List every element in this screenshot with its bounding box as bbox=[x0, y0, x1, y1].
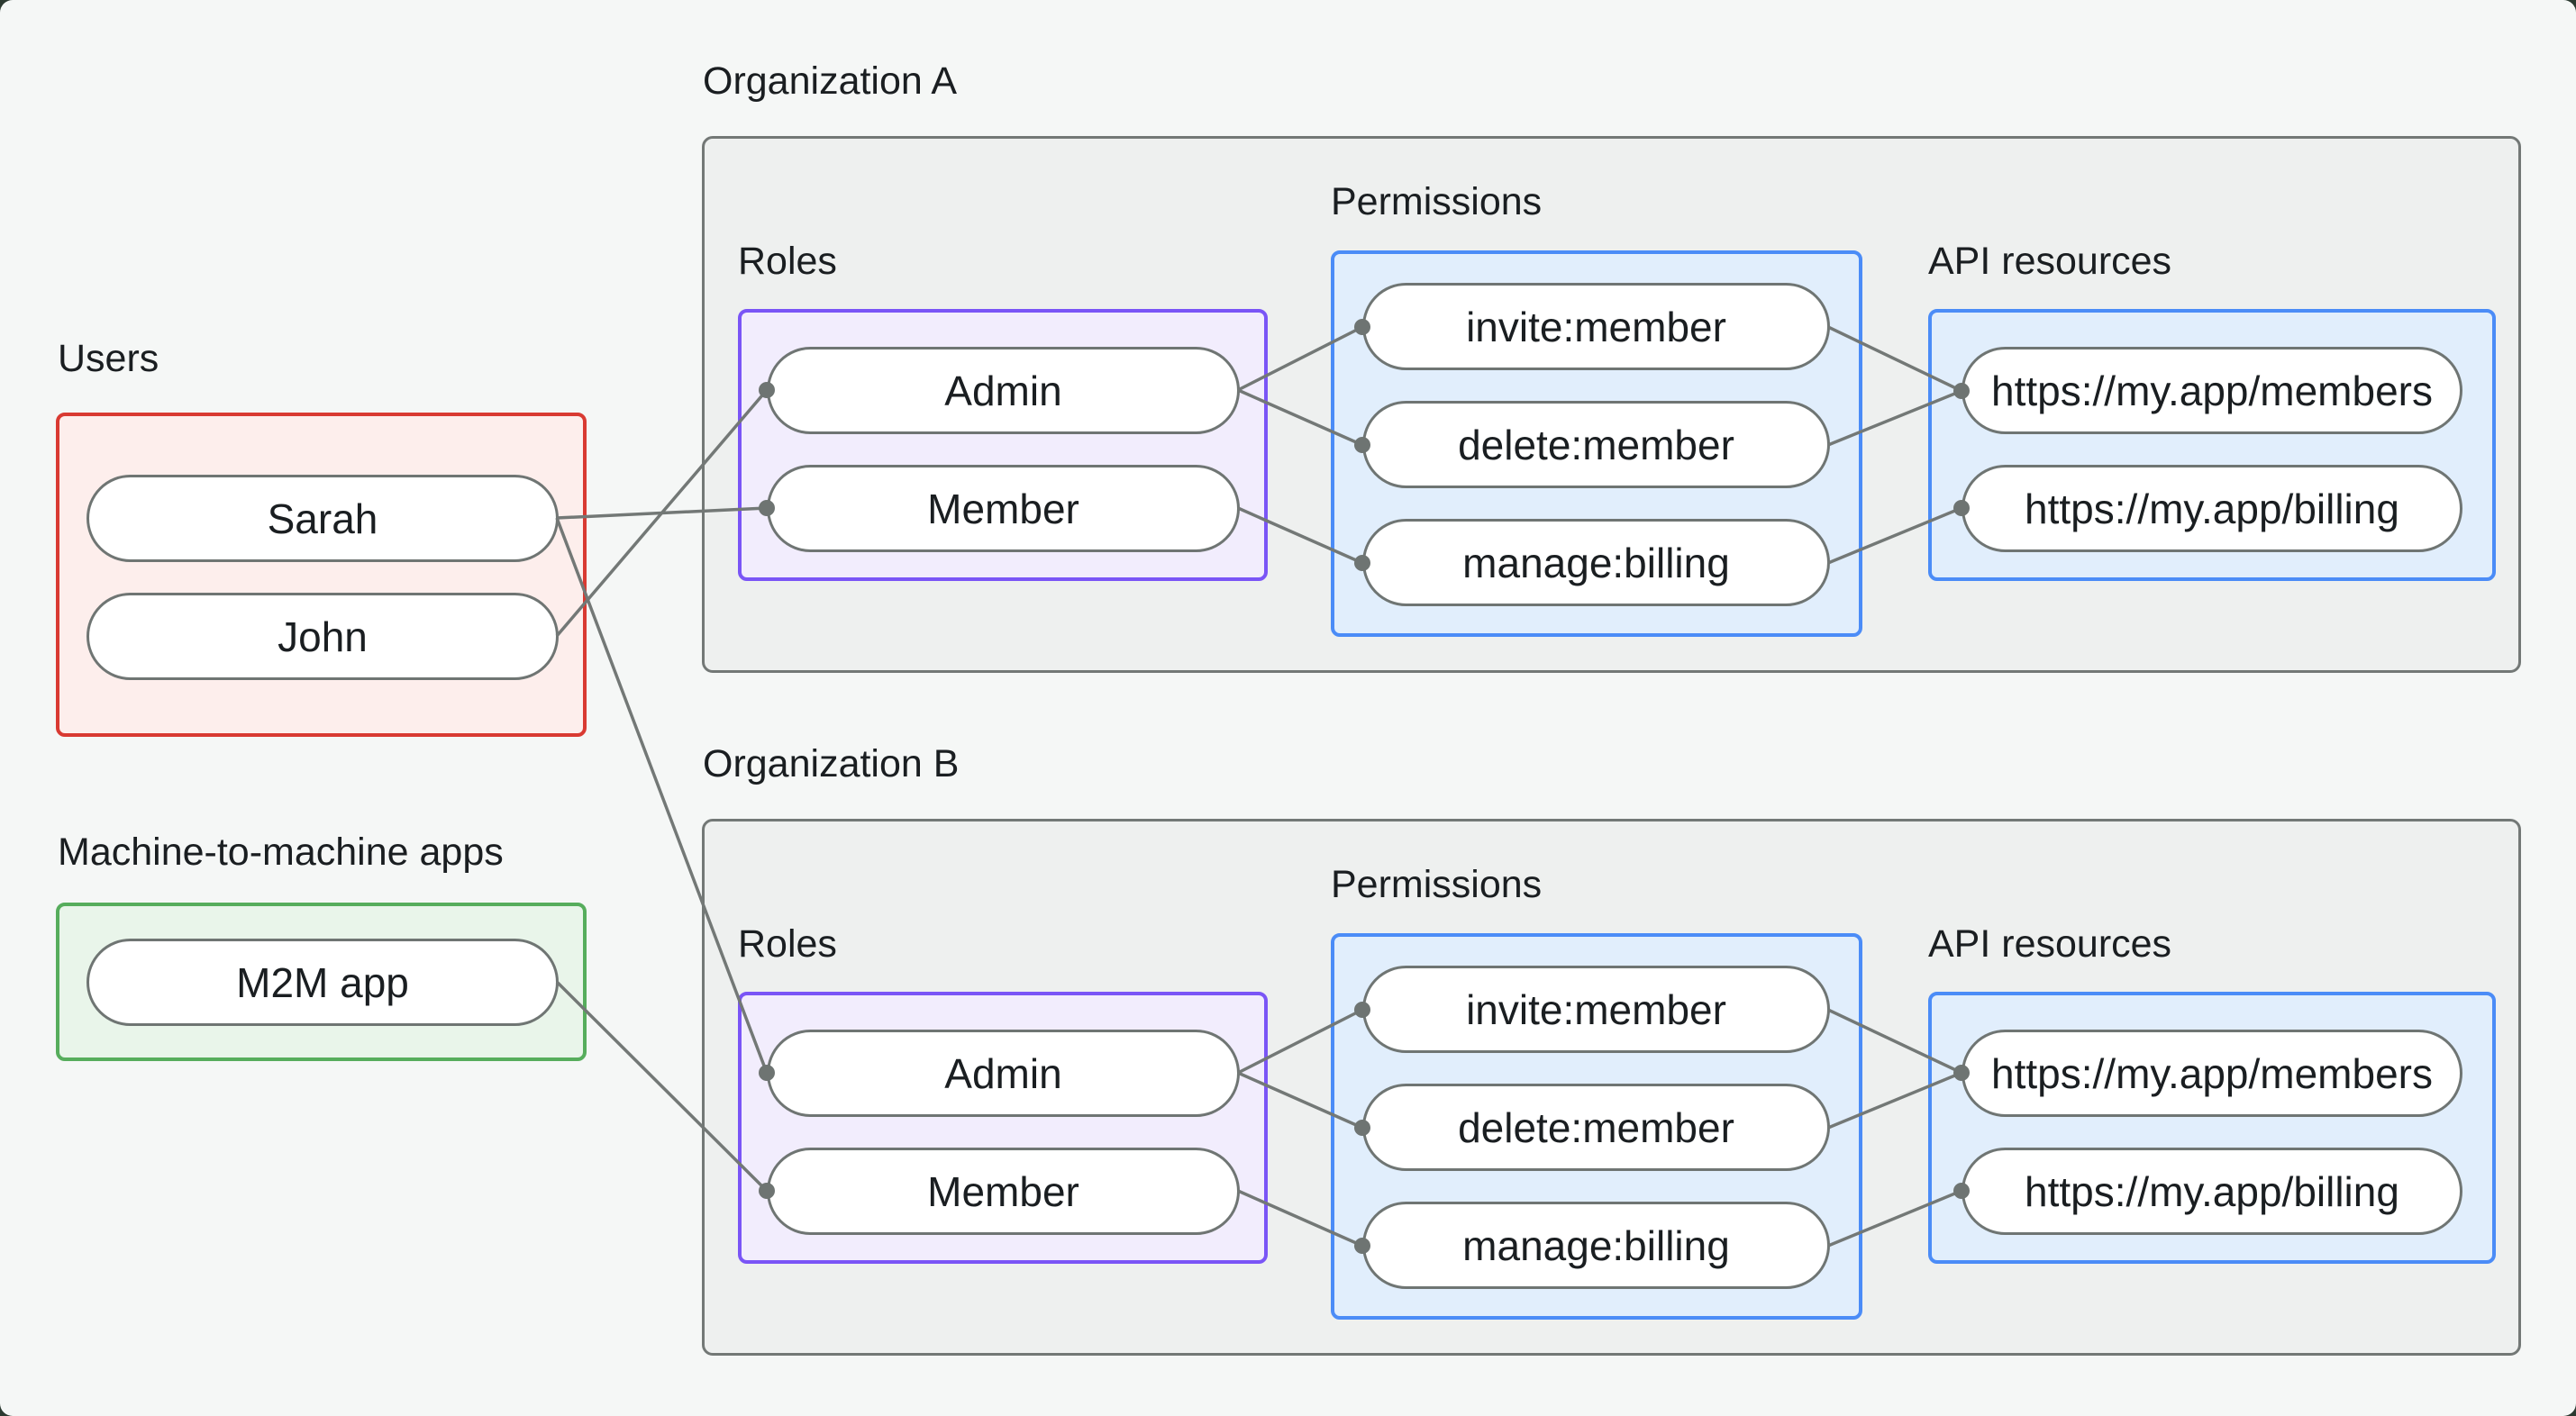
node-org-b-api-billing: https://my.app/billing bbox=[1962, 1148, 2462, 1235]
node-org-a-perm-delete: delete:member bbox=[1362, 401, 1830, 488]
node-org-b-role-admin: Admin bbox=[767, 1030, 1240, 1117]
org-b-api-label: API resources bbox=[1928, 922, 2172, 966]
node-org-a-api-billing: https://my.app/billing bbox=[1962, 465, 2462, 552]
node-org-b-perm-manage: manage:billing bbox=[1362, 1202, 1830, 1289]
org-a-label: Organization A bbox=[703, 59, 958, 103]
node-user-sarah: Sarah bbox=[86, 475, 559, 562]
org-a-api-label: API resources bbox=[1928, 240, 2172, 283]
node-org-b-perm-invite: invite:member bbox=[1362, 966, 1830, 1053]
node-org-b-role-member: Member bbox=[767, 1148, 1240, 1235]
node-org-a-perm-manage: manage:billing bbox=[1362, 519, 1830, 606]
node-org-a-perm-invite: invite:member bbox=[1362, 283, 1830, 370]
m2m-group-label: Machine-to-machine apps bbox=[58, 831, 504, 874]
node-org-a-api-members: https://my.app/members bbox=[1962, 347, 2462, 434]
node-org-b-api-members: https://my.app/members bbox=[1962, 1030, 2462, 1117]
org-b-label: Organization B bbox=[703, 742, 960, 785]
org-b-permissions-label: Permissions bbox=[1331, 863, 1543, 906]
org-b-roles-label: Roles bbox=[738, 922, 837, 966]
node-org-b-perm-delete: delete:member bbox=[1362, 1084, 1830, 1171]
node-org-a-role-admin: Admin bbox=[767, 347, 1240, 434]
node-m2m-app: M2M app bbox=[86, 939, 559, 1026]
users-group-label: Users bbox=[58, 337, 159, 380]
org-a-permissions-label: Permissions bbox=[1331, 180, 1543, 223]
node-user-john: John bbox=[86, 593, 559, 680]
users-group-box bbox=[56, 413, 587, 737]
org-a-roles-label: Roles bbox=[738, 240, 837, 283]
node-org-a-role-member: Member bbox=[767, 465, 1240, 552]
